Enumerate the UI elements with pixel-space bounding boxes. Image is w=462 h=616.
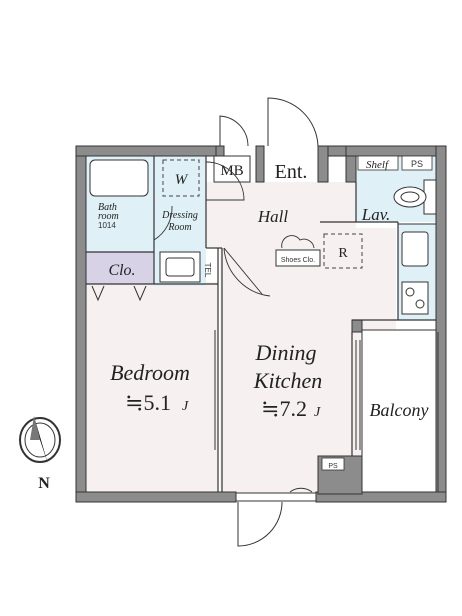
bottom-door bbox=[237, 501, 283, 547]
shelf-label: Shelf bbox=[366, 159, 390, 171]
pipe-space-top bbox=[401, 155, 433, 171]
bottom-window-sash bbox=[289, 487, 313, 493]
dining-kitchen-line1: Dining bbox=[254, 340, 316, 365]
bedroom-unit: J bbox=[182, 399, 189, 414]
bathroom-door bbox=[153, 202, 173, 241]
toilet-icon bbox=[393, 179, 437, 215]
closet-floor bbox=[86, 252, 154, 284]
entrance-door-right bbox=[267, 97, 319, 147]
balcony-label: Balcony bbox=[370, 400, 429, 420]
meter-box-label: MB bbox=[220, 163, 243, 179]
pipe-space-bottom bbox=[321, 457, 345, 471]
closet-label: Clo. bbox=[108, 262, 135, 279]
shoes-closet-label: Shoes Clo. bbox=[281, 257, 315, 264]
north-compass-icon bbox=[19, 416, 61, 464]
balcony-floor bbox=[361, 329, 437, 493]
interior-walls bbox=[86, 156, 436, 492]
entrance-label: Ent. bbox=[275, 161, 308, 183]
compass-north-label: N bbox=[38, 475, 50, 492]
shoes-closet bbox=[275, 249, 321, 267]
refrigerator-space bbox=[323, 233, 363, 269]
pipe-space-bottom-label: PS bbox=[328, 463, 338, 470]
bathtub-icon bbox=[89, 159, 149, 197]
bedroom-floor bbox=[86, 282, 218, 492]
meter-box bbox=[213, 155, 251, 183]
dressing-room-label-line2: Room bbox=[167, 222, 191, 233]
bathroom-size-label: 1014 bbox=[98, 221, 116, 230]
entrance-door-left bbox=[219, 115, 249, 147]
shoes-closet-door bbox=[281, 235, 315, 249]
washer-label: W bbox=[175, 172, 189, 188]
bottom-window bbox=[235, 492, 317, 502]
tel-label: TEL bbox=[203, 263, 212, 278]
bedroom-door bbox=[223, 247, 271, 297]
washer-space bbox=[162, 159, 200, 197]
bedroom-name: Bedroom bbox=[110, 360, 190, 385]
closet-doors bbox=[91, 285, 147, 302]
lavatory-label: Lav. bbox=[361, 205, 391, 224]
dining-kitchen-line2: Kitchen bbox=[253, 368, 322, 393]
stove-icon bbox=[401, 281, 429, 315]
burner-icon bbox=[405, 287, 415, 297]
bathroom-label-line1: Bath bbox=[98, 202, 117, 213]
bathroom-label-line2: room bbox=[98, 211, 119, 222]
dressing-room-label-line1: Dressing bbox=[161, 210, 198, 221]
dining-kitchen-size: ≒7.2 bbox=[261, 396, 307, 421]
hall-label: Hall bbox=[257, 207, 289, 226]
sliding-windows bbox=[214, 330, 439, 492]
shelf-box bbox=[357, 155, 399, 171]
kitchen-sink-icon bbox=[401, 231, 429, 267]
hall-floor bbox=[206, 182, 356, 248]
wash-basin-bowl bbox=[165, 257, 195, 277]
dining-kitchen-unit: J bbox=[314, 405, 321, 420]
hall-door bbox=[205, 161, 245, 201]
pipe-space-top-label: PS bbox=[411, 159, 423, 169]
burner-icon bbox=[415, 299, 425, 309]
bedroom-size: ≒5.1 bbox=[125, 390, 171, 415]
refrigerator-label: R bbox=[338, 246, 348, 261]
